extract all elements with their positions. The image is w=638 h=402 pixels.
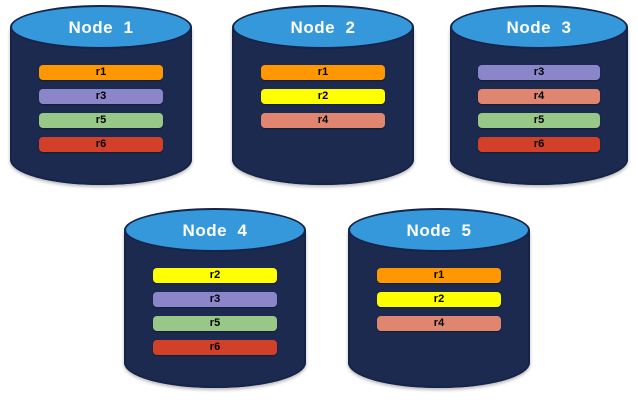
shard-list: r1 r2 r4 <box>348 268 530 331</box>
shard-list: r1 r2 r4 <box>232 65 414 128</box>
node-title-label: Node 5 <box>406 221 472 240</box>
node-title-label: Node 2 <box>290 18 356 37</box>
cylinder-body <box>10 27 192 185</box>
shard-bar-r4[interactable]: r4 <box>478 89 600 104</box>
node-title-label: Node 4 <box>182 221 248 240</box>
database-node-4[interactable]: Node 4 r2 r3 r5 r6 <box>124 208 306 388</box>
cylinder-top-disc <box>450 5 628 49</box>
cylinder-body <box>348 230 530 388</box>
database-node-5[interactable]: Node 5 r1 r2 r4 <box>348 208 530 388</box>
shard-bar-r1[interactable]: r1 <box>39 65 163 80</box>
node-title-label: Node 3 <box>506 18 572 37</box>
cylinder-top-disc <box>10 5 192 49</box>
shard-bar-r2[interactable]: r2 <box>153 268 277 283</box>
cylinder-body <box>124 230 306 388</box>
database-node-2[interactable]: Node 2 r1 r2 r4 <box>232 5 414 185</box>
shard-bar-r3[interactable]: r3 <box>39 89 163 104</box>
shard-bar-r5[interactable]: r5 <box>153 316 277 331</box>
shard-bar-r5[interactable]: r5 <box>478 113 600 128</box>
shard-list: r3 r4 r5 r6 <box>450 65 628 152</box>
shard-bar-r2[interactable]: r2 <box>261 89 385 104</box>
cylinder-body <box>232 27 414 185</box>
database-node-1[interactable]: Node 1 r1 r3 r5 r6 <box>10 5 192 185</box>
database-node-3[interactable]: Node 3 r3 r4 r5 r6 <box>450 5 628 185</box>
cylinder-top-disc <box>124 208 306 252</box>
shard-bar-r1[interactable]: r1 <box>377 268 501 283</box>
node-title-label: Node 1 <box>68 18 134 37</box>
shard-list: r1 r3 r5 r6 <box>10 65 192 152</box>
shard-list: r2 r3 r5 r6 <box>124 268 306 355</box>
shard-bar-r3[interactable]: r3 <box>153 292 277 307</box>
shard-bar-r1[interactable]: r1 <box>261 65 385 80</box>
shard-bar-r4[interactable]: r4 <box>377 316 501 331</box>
shard-bar-r6[interactable]: r6 <box>478 137 600 152</box>
shard-bar-r5[interactable]: r5 <box>39 113 163 128</box>
shard-bar-r2[interactable]: r2 <box>377 292 501 307</box>
cylinder-body <box>450 27 628 185</box>
shard-bar-r6[interactable]: r6 <box>153 340 277 355</box>
shard-bar-r3[interactable]: r3 <box>478 65 600 80</box>
shard-bar-r6[interactable]: r6 <box>39 137 163 152</box>
shard-bar-r4[interactable]: r4 <box>261 113 385 128</box>
